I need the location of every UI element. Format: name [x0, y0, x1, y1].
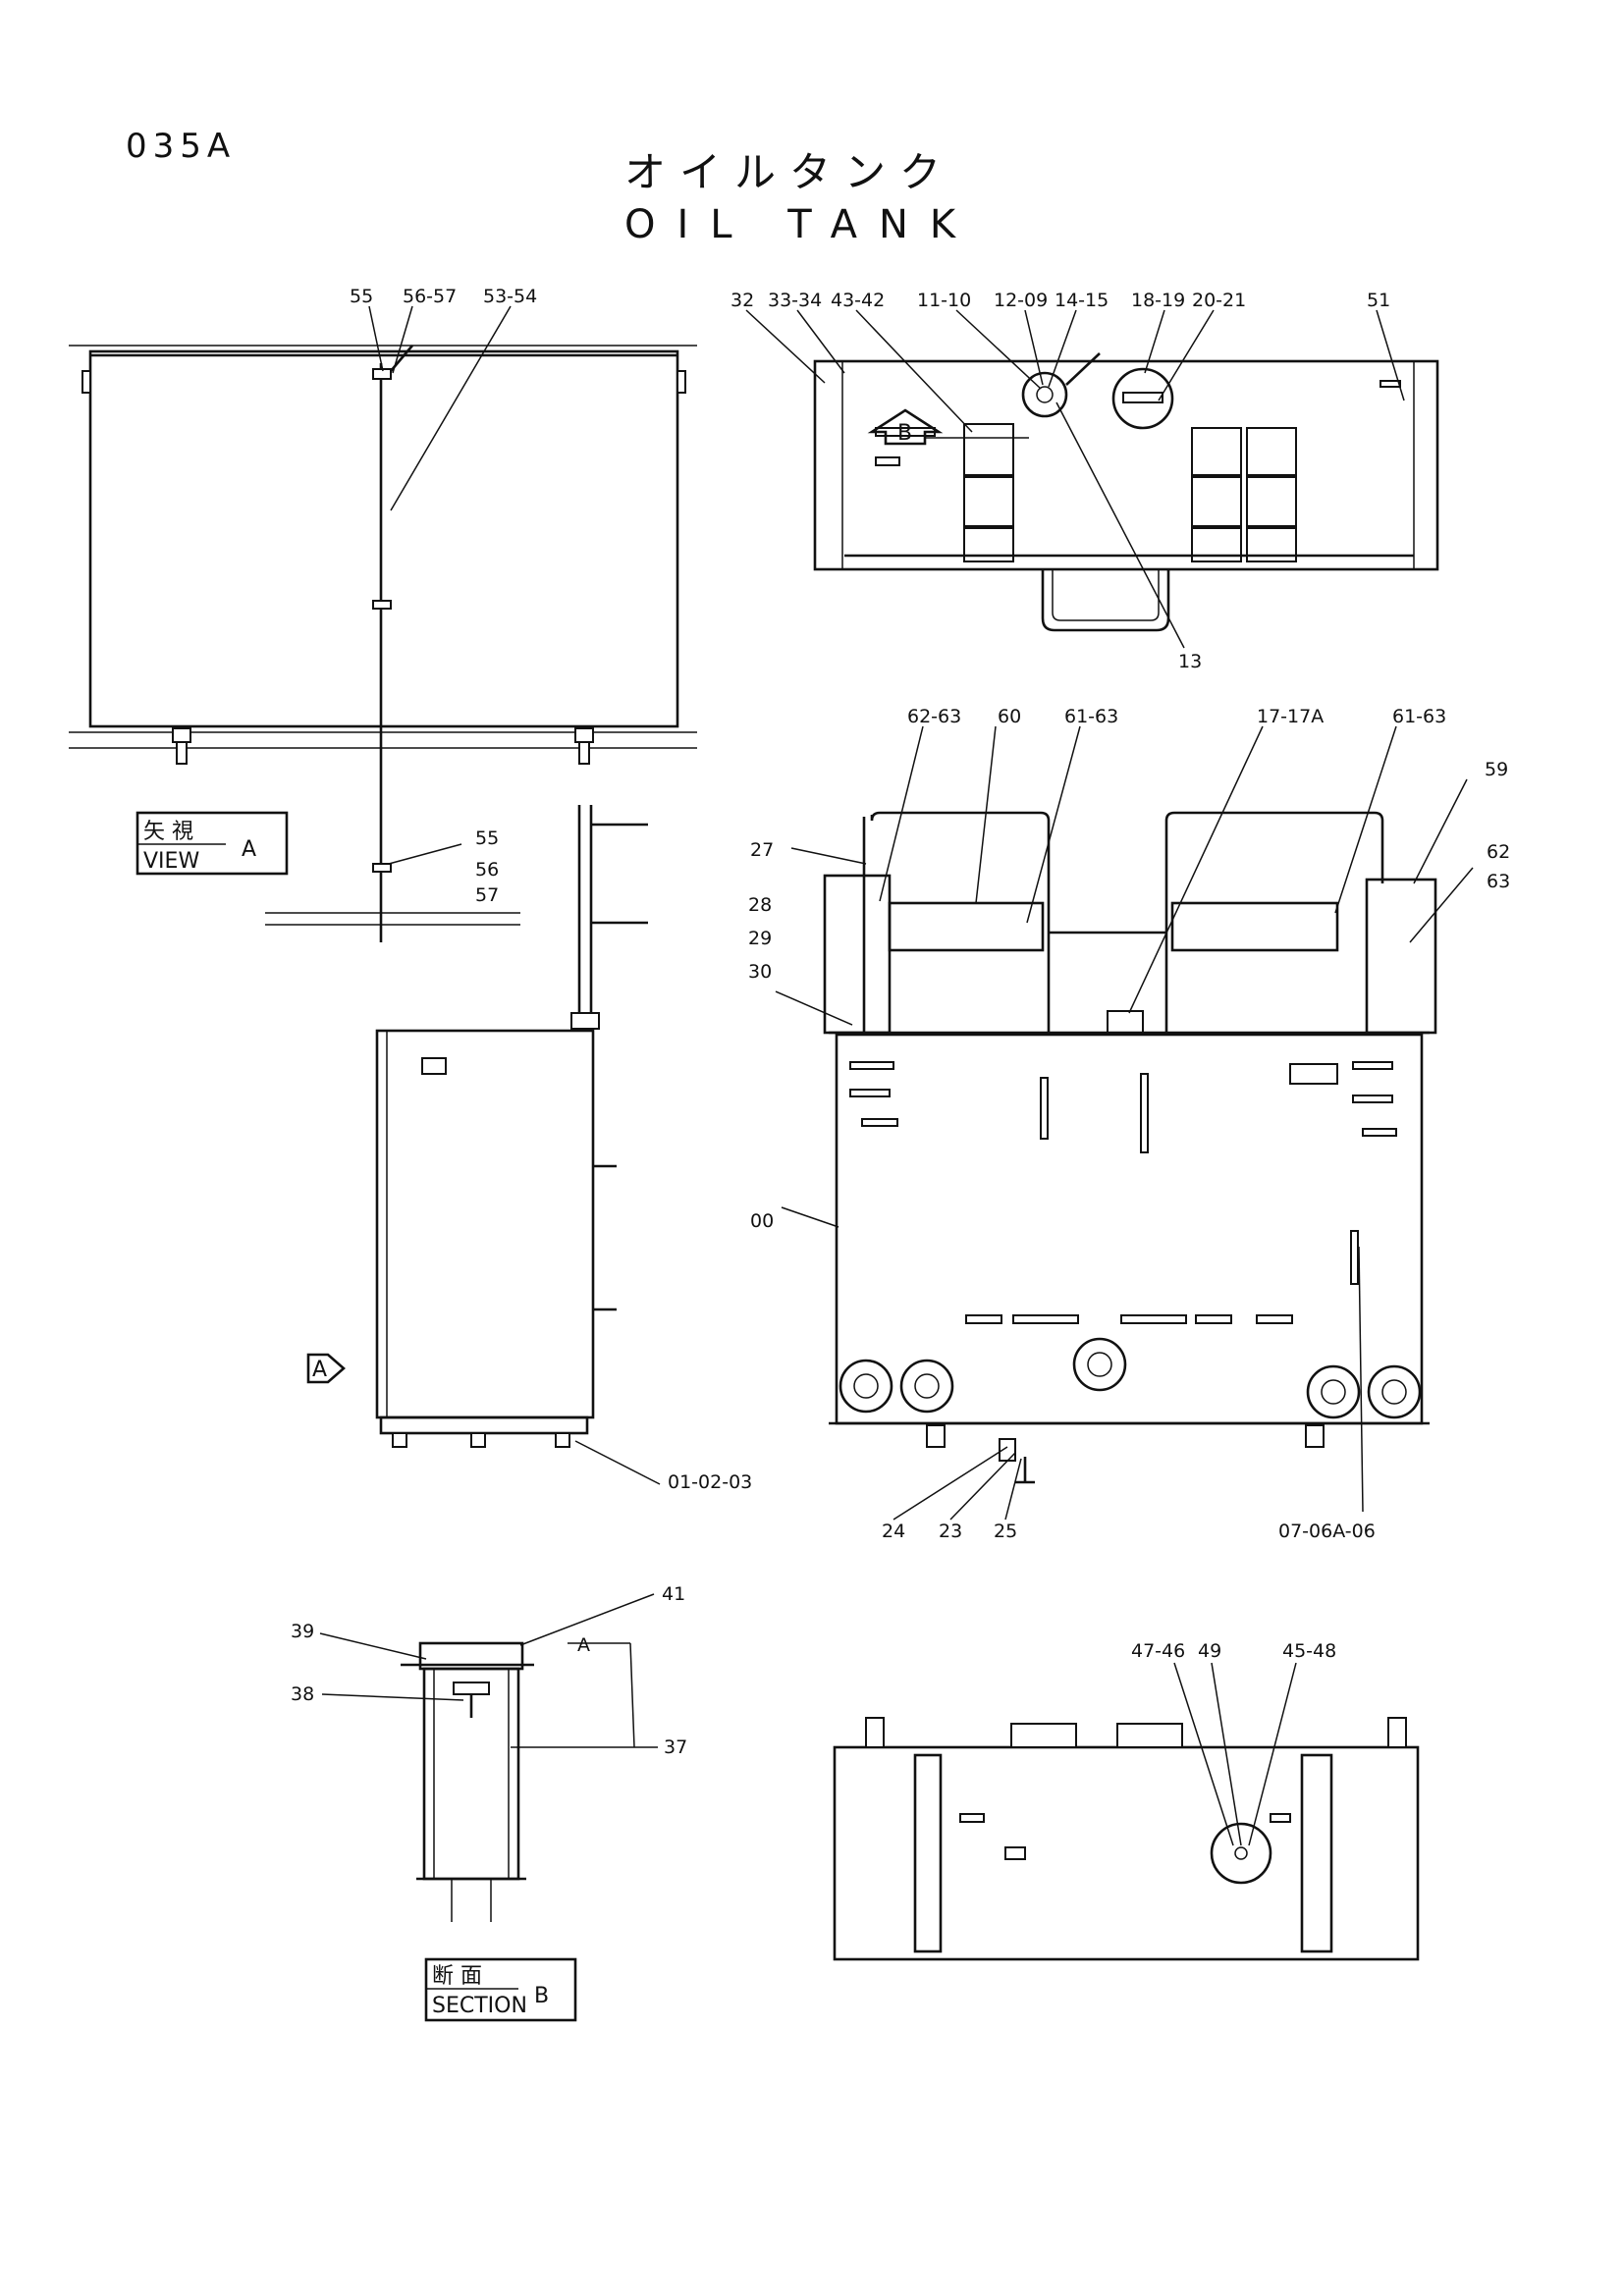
section-b-label-en: SECTION	[432, 1994, 527, 2018]
callout-32: 32	[730, 290, 754, 311]
callout-57: 57	[475, 884, 499, 906]
callout-33-34: 33-34	[768, 290, 822, 311]
callout-24: 24	[882, 1521, 905, 1542]
callout-01-02-03: 01-02-03	[668, 1471, 752, 1493]
section-b-label-jp: 断 面	[432, 1964, 482, 1989]
view-a-label-jp: 矢 視	[143, 820, 193, 844]
callout-00: 00	[750, 1210, 774, 1232]
title-japanese: オイルタンク	[624, 148, 954, 196]
callout-18-19: 18-19	[1131, 290, 1185, 311]
callout-17-17a: 17-17A	[1257, 706, 1324, 727]
callout-59: 59	[1485, 759, 1508, 780]
callout-38: 38	[291, 1683, 314, 1705]
callout-61-63b: 61-63	[1392, 706, 1446, 727]
callout-53-54: 53-54	[483, 286, 537, 307]
callout-37: 37	[664, 1736, 687, 1758]
callout-12-09: 12-09	[994, 290, 1048, 311]
arrow-a-letter: A	[312, 1358, 327, 1382]
section-b-label-letter: B	[534, 1984, 549, 2008]
view-a-label: 矢 視 VIEW A	[135, 811, 289, 876]
callout-63: 63	[1487, 871, 1510, 892]
callout-25: 25	[994, 1521, 1017, 1542]
callout-60: 60	[998, 706, 1021, 727]
callout-47-46: 47-46	[1131, 1640, 1185, 1662]
callout-62-63: 62-63	[907, 706, 961, 727]
callout-56-57: 56-57	[403, 286, 457, 307]
leader-lines	[319, 305, 1474, 1846]
section-b-detail	[401, 1641, 534, 1922]
callout-51: 51	[1367, 290, 1390, 311]
callout-numbers: 55 56-57 53-54 55 56 57 32 33-34 43-42 1…	[291, 286, 1510, 1758]
callout-62: 62	[1487, 841, 1510, 863]
callout-55b: 55	[475, 828, 499, 849]
tank-bottom-view	[833, 1717, 1420, 1961]
callout-41: 41	[662, 1583, 685, 1605]
arrow-b-letter: B	[897, 421, 912, 446]
callout-49: 49	[1198, 1640, 1221, 1662]
callout-39: 39	[291, 1621, 314, 1642]
callout-61-63a: 61-63	[1064, 706, 1118, 727]
drawing-code: 035A	[126, 127, 236, 166]
tank-top-view: B	[813, 352, 1439, 632]
callout-43-42: 43-42	[831, 290, 885, 311]
callout-55: 55	[350, 286, 373, 307]
callout-56: 56	[475, 859, 499, 881]
callout-13: 13	[1178, 651, 1202, 672]
callout-29: 29	[748, 928, 772, 949]
callout-23: 23	[939, 1521, 962, 1542]
view-a-label-letter: A	[242, 837, 256, 862]
callout-30: 30	[748, 961, 772, 983]
section-b-label: 断 面 SECTION B	[424, 1957, 577, 2022]
tank-side-view: A	[306, 805, 648, 1448]
callout-a: A	[577, 1634, 590, 1656]
callout-28: 28	[748, 894, 772, 916]
view-a-panel	[69, 345, 697, 942]
callout-07-06a-06: 07-06A-06	[1278, 1521, 1376, 1542]
title-english: OIL TANK	[624, 202, 977, 247]
callout-14-15: 14-15	[1055, 290, 1109, 311]
callout-45-48: 45-48	[1282, 1640, 1336, 1662]
tank-front-view	[823, 811, 1437, 1484]
callout-20-21: 20-21	[1192, 290, 1246, 311]
callout-27: 27	[750, 839, 774, 861]
view-a-label-en: VIEW	[143, 849, 199, 874]
callout-11-10: 11-10	[917, 290, 971, 311]
